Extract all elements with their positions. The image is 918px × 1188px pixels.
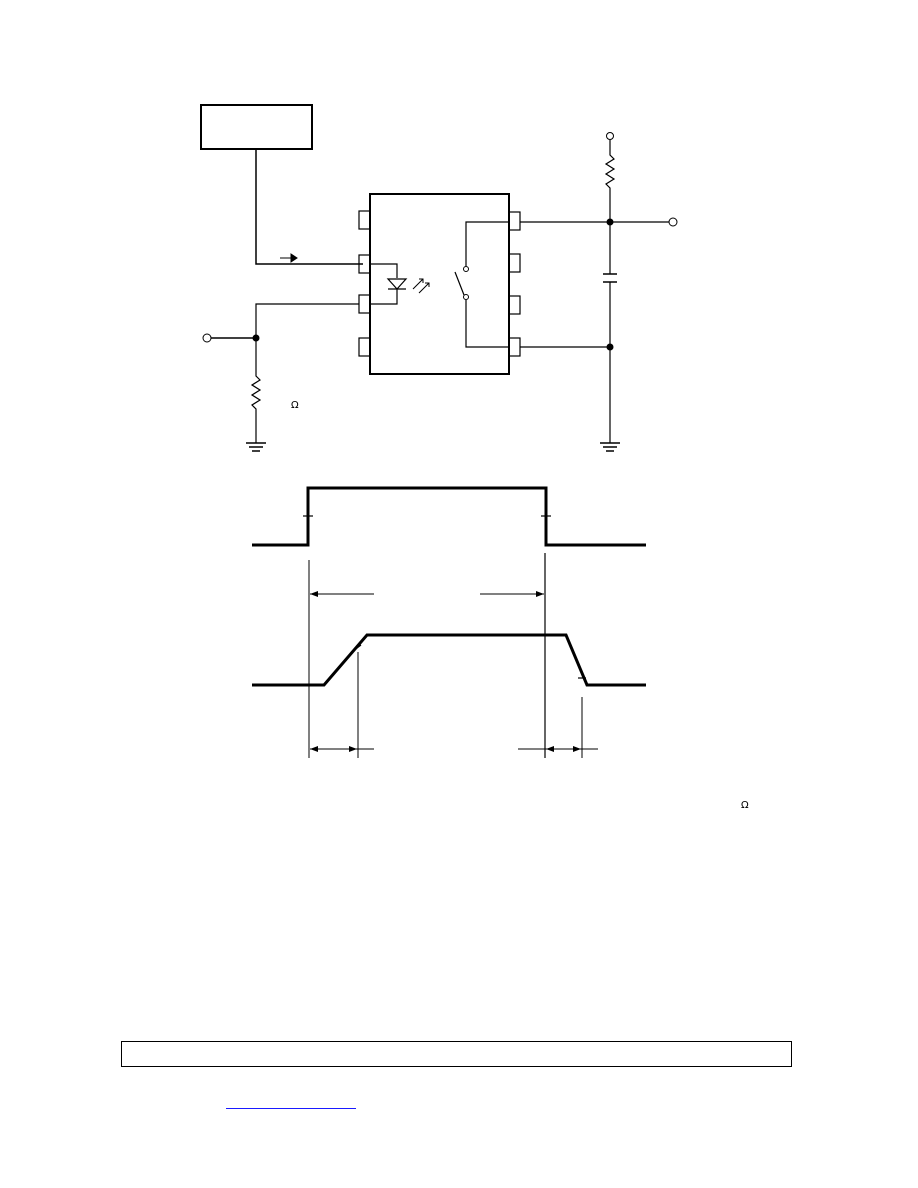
switch-upper-wire (465, 221, 509, 266)
led-diode-icon (386, 278, 408, 290)
pin-left-4 (358, 337, 371, 357)
output-waveform (252, 633, 646, 687)
pin-right-2 (508, 253, 521, 273)
pin-left-1 (358, 210, 371, 230)
ground-icon-right (600, 442, 620, 452)
note-ohm-symbol: Ω (741, 800, 749, 811)
return-junction-dot (606, 343, 614, 351)
ground-icon-left (246, 442, 266, 452)
cathode-return-wire (255, 303, 359, 338)
supply-terminal (606, 132, 614, 140)
load-resistor (604, 140, 616, 222)
sense-resistor (250, 338, 262, 443)
switch-contact-lower (463, 294, 469, 300)
footer-link-underline[interactable] (226, 1096, 356, 1109)
switch-lower-wire (465, 300, 509, 348)
generator-output-wire (255, 149, 363, 265)
pulse-generator-box (200, 104, 313, 150)
load-capacitor (603, 273, 617, 283)
output-rise-tick (352, 644, 362, 652)
pin-right-3 (508, 295, 521, 315)
input-pulse-waveform (252, 486, 646, 547)
led-anode-wire (370, 263, 398, 278)
pin-right-4 (508, 337, 521, 357)
optocoupler-package (369, 193, 510, 375)
output-terminal (668, 217, 678, 227)
switch-blade (454, 271, 465, 296)
light-emission-arrows-icon (412, 278, 430, 294)
footer-box (121, 1041, 792, 1067)
turn-off-time-arrowheads-icon (546, 746, 581, 752)
pin-left-3 (358, 294, 371, 314)
switch-contact-upper (463, 266, 469, 272)
current-direction-arrow-icon (280, 253, 298, 263)
input-monitor-terminal (202, 333, 212, 343)
pin-right-1 (508, 211, 521, 231)
sense-resistor-ohm-label: Ω (291, 400, 299, 411)
led-cathode-wire (370, 289, 398, 305)
